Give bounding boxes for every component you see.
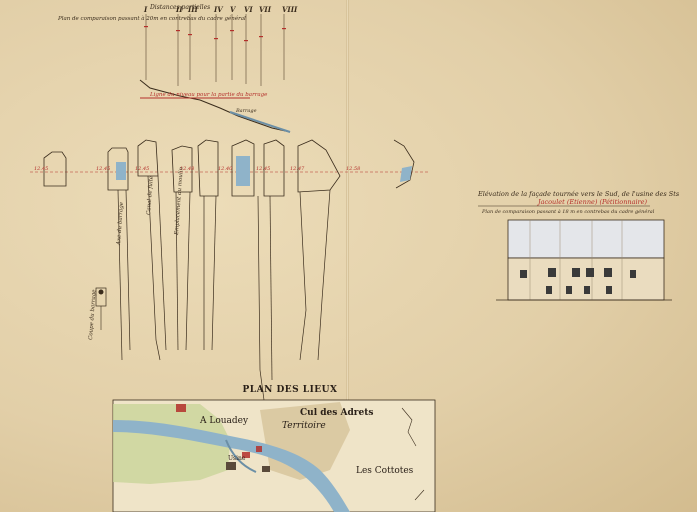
barrage-label: Barrage: [235, 108, 257, 114]
svg-text:12.48: 12.48: [180, 166, 194, 172]
plan-comparison-note: Plan de comparaison passant à 20m en con…: [57, 15, 246, 22]
longitudinal-profile: [139, 79, 291, 133]
svg-text:II: II: [175, 5, 183, 14]
svg-text:12.45: 12.45: [96, 166, 110, 172]
building-elevation: [496, 219, 672, 301]
svg-text:12.45: 12.45: [34, 166, 48, 172]
red-level-label: Ligne du niveau pour la partie du barrag…: [149, 92, 268, 98]
center-fold: [346, 0, 349, 512]
svg-text:Emplacement du moulin: Emplacement du moulin: [174, 166, 185, 236]
section-numbers: I II III IV V VI VII VIII: [143, 5, 298, 14]
svg-text:12.58: 12.58: [346, 166, 360, 172]
water-in-sections: [116, 156, 412, 186]
svg-text:I: I: [143, 5, 148, 14]
label-a-louadey: A Louadey: [200, 416, 249, 426]
svg-text:III: III: [187, 5, 199, 14]
cross-sections: [43, 139, 415, 197]
svg-text:IV: IV: [213, 5, 224, 14]
label-les-cottotes: Les Cottotes: [356, 466, 414, 476]
label-cul-des-adrets: Cul des Adrets: [300, 408, 374, 418]
svg-text:VII: VII: [259, 5, 272, 14]
map-title: PLAN DES LIEUX: [242, 385, 338, 395]
svg-text:Canal de fuite: Canal de fuite: [146, 175, 155, 215]
svg-text:Axe du barrage: Axe du barrage: [116, 201, 125, 246]
svg-text:V: V: [230, 5, 237, 14]
site-map: [112, 399, 436, 512]
elevation-values: 12.45 12.45 12.45 12.48 12.40 12.45 12.47 12…: [34, 166, 360, 172]
svg-text:12.45: 12.45: [135, 166, 149, 172]
svg-text:12.45: 12.45: [256, 166, 270, 172]
distances-label: Distances partielles: [149, 4, 210, 11]
svg-text:Coupe du barrage: Coupe du barrage: [88, 289, 98, 341]
benchmark-marker: [95, 287, 107, 330]
svg-text:VI: VI: [244, 5, 253, 14]
svg-text:12.40: 12.40: [218, 166, 233, 172]
red-tick-marks: [144, 26, 286, 42]
profile-labels: Axe du barrage Canal de fuite Emplacemen…: [88, 166, 185, 340]
label-usine: Usine: [228, 455, 246, 462]
svg-text:VIII: VIII: [282, 5, 298, 14]
elevation-title: Elévation de la façade tournée vers le S…: [477, 190, 680, 198]
section-ticks: [145, 14, 285, 86]
profile-columns: [117, 175, 331, 401]
svg-text:12.47: 12.47: [290, 166, 305, 172]
elevation-scale-note: Plan de comparaison passant à 18 m en co…: [481, 208, 655, 215]
elevation-subtitle: Jacoulet (Etienne) (Pétitionnaire): [536, 198, 648, 206]
label-territoire: Territoire: [282, 421, 326, 431]
water-profile: [229, 111, 291, 133]
